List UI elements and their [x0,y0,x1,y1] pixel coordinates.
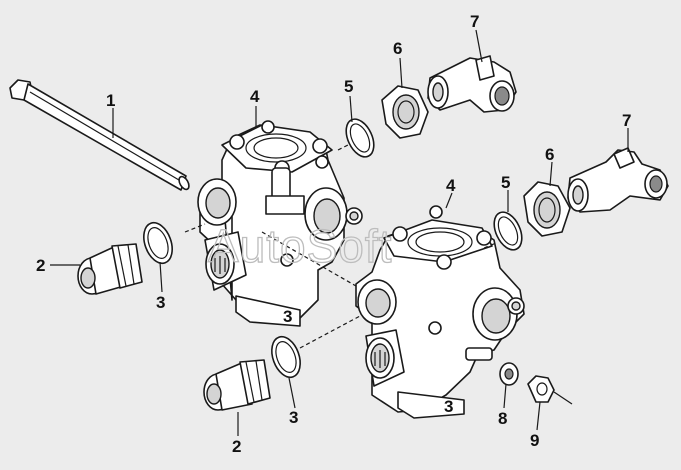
leader-lines [50,29,629,436]
callout-3-upper: 3 [156,293,165,312]
o-ring-lower [271,335,301,379]
washer [499,362,519,386]
valve-body-upper [197,120,363,327]
callout-7-lower: 7 [622,111,631,130]
o-ring-upper [143,221,173,265]
small-nut [527,375,573,405]
callout-5-lower: 5 [501,173,510,192]
long-bolt [9,79,190,191]
watermark: AutoSoft [208,220,392,272]
callout-9: 9 [530,431,539,450]
callout-6-upper: 6 [393,39,402,58]
body-mark-lower: 3 [444,397,453,416]
elbow-fitting-lower [567,147,669,213]
callout-6-lower: 6 [545,145,554,164]
callout-2-lower: 2 [232,437,241,456]
fitting-lower [203,359,271,411]
fitting-upper [77,243,143,295]
valve-body-lower [355,205,525,419]
o-ring-right-upper [345,118,375,158]
hex-nut-upper [381,85,429,139]
callout-7-upper: 7 [470,12,479,31]
o-ring-right-lower [493,211,523,251]
callout-1: 1 [106,91,115,110]
hex-nut-lower [523,181,571,237]
callout-8: 8 [498,409,507,428]
body-mark-upper: 3 [283,307,292,326]
callout-4-lower: 4 [446,176,456,195]
callout-2-upper: 2 [36,256,45,275]
callout-5-upper: 5 [344,77,353,96]
elbow-fitting-upper [427,55,517,113]
callout-3-lower: 3 [289,408,298,427]
callout-4-upper: 4 [250,87,260,106]
